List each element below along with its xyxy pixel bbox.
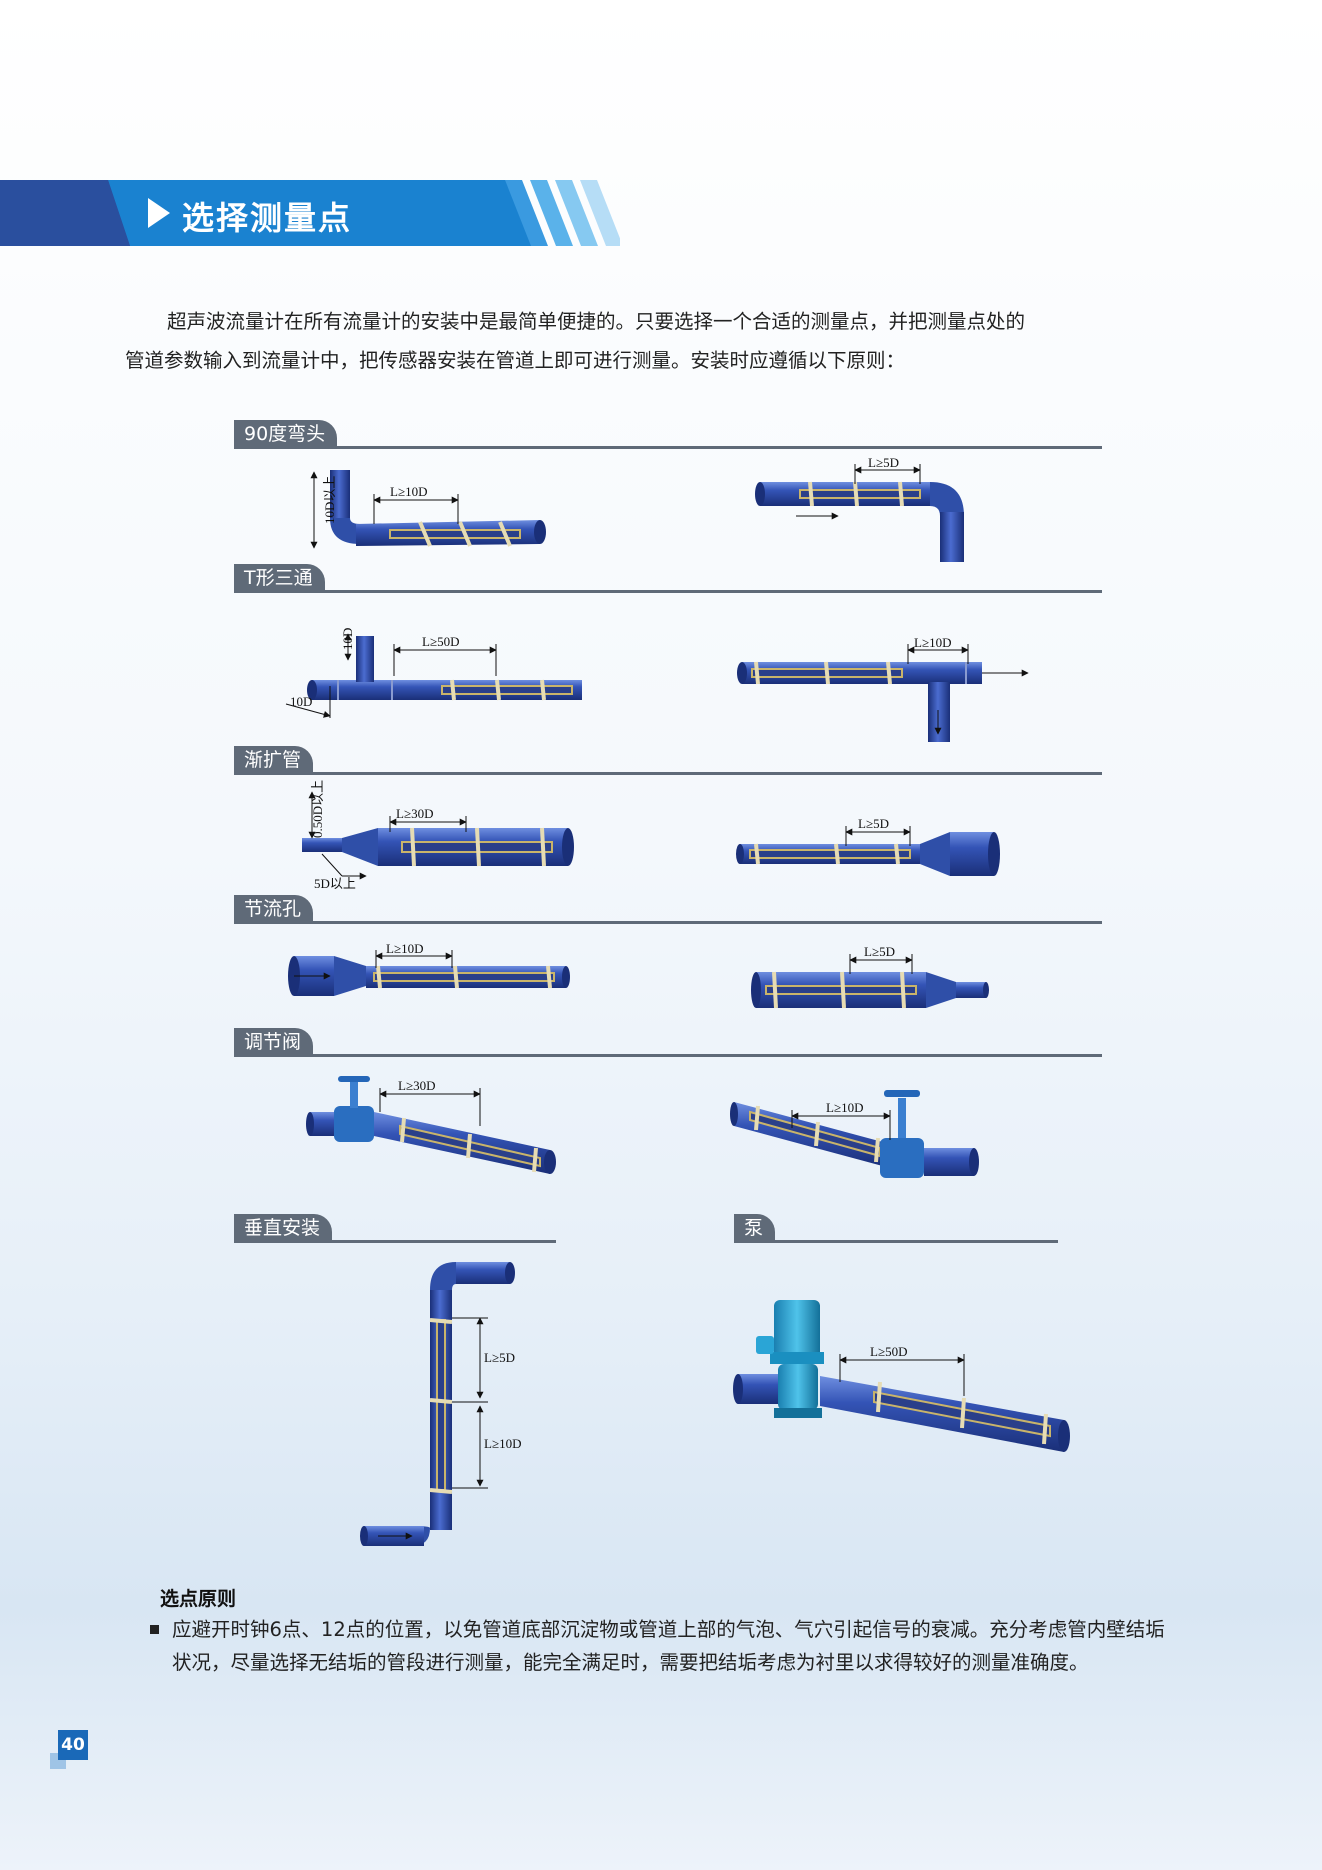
valve-left-figure: L≥30D <box>306 1076 556 1174</box>
dim-label: L≥10D <box>826 1100 863 1115</box>
section-divider <box>234 1054 1102 1057</box>
intro-line-1: 超声波流量计在所有流量计的安装中是最简单便捷的。只要选择一个合适的测量点，并把测… <box>167 310 1026 333</box>
dim-label: L≥5D <box>858 816 889 831</box>
expander-right-figure: L≥5D <box>736 816 1000 876</box>
section-label-tee: T形三通 <box>234 564 325 592</box>
section-label-pump: 泵 <box>734 1214 776 1242</box>
expander-left-figure: 0.50D以上 L≥30D 5D以上 <box>302 780 574 891</box>
section-divider <box>234 921 1102 924</box>
vertical-figure: L≥5D L≥10D <box>360 1262 521 1546</box>
pump-motor-icon <box>774 1300 820 1358</box>
principle-text: 应避开时钟6点、12点的位置，以免管道底部沉淀物或管道上部的气泡、气穴引起信号的… <box>172 1618 1165 1674</box>
section-divider <box>234 772 1102 775</box>
page-number: 40 <box>61 1735 85 1755</box>
dim-label: 5D以上 <box>314 876 356 891</box>
section-label-valve: 调节阀 <box>234 1028 314 1056</box>
section-divider <box>234 446 1102 449</box>
dim-label: L≥5D <box>864 944 895 959</box>
tee-left-figure: 10D L≥50D 10D <box>285 628 582 718</box>
dim-label: L≥50D <box>870 1344 907 1359</box>
section-label-vertical: 垂直安装 <box>234 1214 333 1242</box>
dim-label: L≥10D <box>484 1436 521 1451</box>
section-label-elbow: 90度弯头 <box>234 420 338 448</box>
dim-label: L≥5D <box>868 455 899 470</box>
dim-label: L≥30D <box>398 1078 435 1093</box>
dim-label: 0.50D以上 <box>310 780 325 838</box>
principle-heading: 选点原则 <box>160 1588 237 1610</box>
intro-line-2: 管道参数输入到流量计中，把传感器安装在管道上即可进行测量。安装时应遵循以下原则： <box>125 349 906 372</box>
section-divider <box>234 590 1102 593</box>
dim-label: 10D <box>340 628 355 650</box>
bullet-icon <box>150 1625 159 1634</box>
dim-label: L≥50D <box>422 634 459 649</box>
tee-right-figure: L≥10D <box>737 635 1029 742</box>
pump-figure: L≥50D <box>733 1300 1070 1452</box>
play-arrow-icon <box>148 198 170 228</box>
valve-handwheel-icon <box>884 1090 920 1097</box>
intro-paragraph: 超声波流量计在所有流量计的安装中是最简单便捷的。只要选择一个合适的测量点，并把测… <box>125 302 1185 380</box>
dim-label: L≥10D <box>386 941 423 956</box>
dim-label: L≥5D <box>484 1350 515 1365</box>
elbow-right-figure: L≥5D <box>755 455 964 562</box>
section-divider <box>734 1240 1058 1243</box>
page-number-box <box>58 1730 88 1760</box>
valve-right-figure: L≥10D <box>730 1090 979 1178</box>
dim-label: L≥10D <box>390 484 427 499</box>
section-label-expander: 渐扩管 <box>234 746 314 774</box>
header-banner <box>0 180 620 246</box>
orifice-right-figure: L≥5D <box>751 944 989 1009</box>
dim-label: L≥30D <box>396 806 433 821</box>
section-label-orifice: 节流孔 <box>234 895 314 923</box>
section-divider <box>234 1240 556 1243</box>
principle-paragraph: 应避开时钟6点、12点的位置，以免管道底部沉淀物或管道上部的气泡、气穴引起信号的… <box>150 1613 1180 1679</box>
dim-label: 10D <box>290 694 312 709</box>
dim-label: L≥10D <box>914 635 951 650</box>
page-title: 选择测量点 <box>182 199 353 237</box>
orifice-left-figure: L≥10D <box>288 941 570 996</box>
elbow-left-figure: 10D以上 L≥10D <box>310 470 546 549</box>
dim-label: 10D以上 <box>322 476 337 524</box>
valve-handwheel-icon <box>338 1076 370 1082</box>
